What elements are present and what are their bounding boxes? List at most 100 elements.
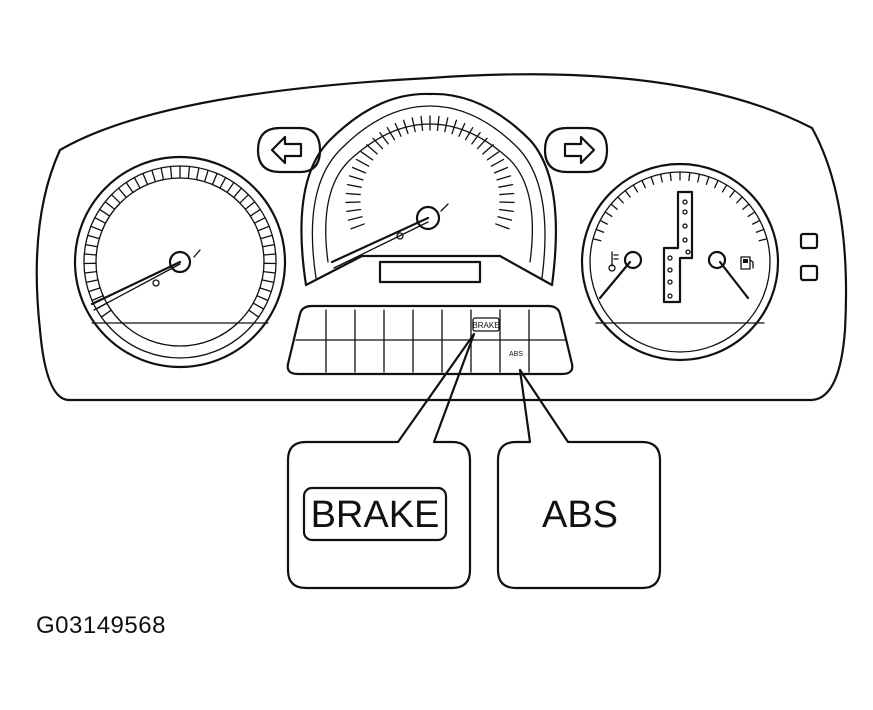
gauge-tick bbox=[355, 158, 370, 167]
gauge-tick bbox=[451, 119, 458, 135]
gauge-tick bbox=[411, 117, 416, 133]
gauge-tick bbox=[94, 217, 107, 224]
gauge-tick bbox=[497, 216, 513, 221]
gauge-tick bbox=[203, 169, 209, 183]
gauge-tick bbox=[104, 201, 116, 210]
gauge-tick bbox=[125, 181, 134, 194]
gauge-tick bbox=[379, 131, 389, 145]
gauge-tick bbox=[117, 187, 127, 199]
gauge-tick bbox=[617, 196, 624, 204]
indicator-square-lower bbox=[799, 264, 819, 282]
gauge-tick bbox=[226, 181, 235, 194]
gauge-tick bbox=[83, 270, 98, 274]
gauge-tick bbox=[133, 176, 141, 189]
gauge-tick bbox=[244, 201, 256, 210]
gauge-tick bbox=[366, 144, 378, 155]
gauge-tick bbox=[420, 115, 424, 132]
gauge-tick bbox=[444, 117, 449, 133]
gauge-tick bbox=[249, 208, 261, 217]
temperature-icon bbox=[608, 251, 619, 272]
gauge-tick bbox=[90, 225, 103, 232]
gauge-tick bbox=[592, 238, 602, 242]
gauge-tick bbox=[650, 176, 655, 186]
indicator-square-upper bbox=[799, 232, 819, 250]
gauge-tick bbox=[83, 253, 97, 256]
gauge-tick bbox=[758, 238, 768, 242]
gauge-tick bbox=[436, 115, 440, 132]
figure-id: G03149568 bbox=[36, 612, 166, 639]
gauge-tick bbox=[348, 175, 364, 181]
strip-brake-indicator: BRAKE bbox=[472, 317, 500, 332]
gauge-tick bbox=[402, 119, 409, 135]
brake-callout: BRAKE bbox=[286, 332, 476, 590]
fuel-pump-icon bbox=[740, 256, 754, 270]
gauge-tick bbox=[219, 176, 227, 189]
gauge-tick bbox=[372, 137, 384, 150]
gauge-tick bbox=[495, 223, 510, 230]
gauge-tick bbox=[142, 172, 149, 186]
gauge-tick bbox=[736, 196, 743, 204]
gauge-tick bbox=[595, 228, 605, 233]
gauge-tick bbox=[604, 211, 613, 218]
gauge-tick bbox=[632, 184, 639, 193]
gauge-tick bbox=[498, 183, 514, 188]
gauge-tick bbox=[253, 217, 266, 224]
gauge-tick bbox=[714, 179, 719, 189]
gauge-tick bbox=[499, 192, 515, 196]
gauge-tick bbox=[471, 131, 481, 145]
gauge-tick bbox=[386, 127, 396, 141]
gauge-tick bbox=[476, 137, 488, 150]
gauge-tick bbox=[351, 166, 367, 174]
gauge-tick bbox=[239, 194, 250, 204]
gauge-tick bbox=[87, 234, 100, 240]
gauge-tick bbox=[350, 223, 365, 230]
gauge-tick bbox=[85, 279, 99, 284]
gauge-tick bbox=[493, 166, 509, 174]
gauge-tick bbox=[490, 158, 505, 167]
gauge-tick bbox=[257, 225, 270, 232]
left-turn-signal-icon bbox=[256, 126, 322, 174]
gauge-tick bbox=[248, 309, 260, 318]
gauge-tick bbox=[742, 203, 750, 210]
gauge-tick bbox=[262, 270, 277, 274]
brake-callout-frame bbox=[302, 486, 448, 542]
gauge-tick bbox=[151, 169, 157, 183]
gauge-tick bbox=[747, 211, 756, 218]
gauge-tick bbox=[498, 208, 514, 213]
gauge-tick bbox=[486, 151, 500, 161]
warning-light-strip: BRAKE ABS bbox=[286, 304, 574, 376]
gauge-tick bbox=[91, 295, 104, 302]
gauge-tick bbox=[110, 194, 121, 204]
gauge-tick bbox=[755, 228, 765, 233]
gauge-tick bbox=[610, 203, 618, 210]
gauge-tick bbox=[697, 173, 701, 183]
gauge-tick bbox=[211, 172, 218, 186]
gauge-tick bbox=[195, 167, 200, 181]
gauge-tick bbox=[88, 287, 101, 293]
gauge-tick bbox=[599, 219, 608, 225]
abs-callout-label: ABS bbox=[542, 494, 618, 536]
abs-callout: ABS bbox=[496, 368, 662, 590]
gauge-tick bbox=[688, 171, 691, 182]
gauge-tick bbox=[100, 309, 112, 318]
strip-abs-label: ABS bbox=[509, 351, 523, 358]
cluster-housing bbox=[35, 73, 848, 402]
gauge-tick bbox=[669, 171, 672, 182]
gauge-tick bbox=[160, 167, 165, 181]
brake-callout-label: BRAKE bbox=[311, 494, 440, 536]
gauge-tick bbox=[346, 183, 362, 188]
tachometer-gauge bbox=[300, 92, 557, 287]
gauge-tick bbox=[169, 165, 173, 180]
gauge-tick bbox=[346, 208, 362, 213]
right-turn-signal-icon bbox=[543, 126, 609, 174]
gauge-tick bbox=[721, 184, 728, 193]
gauge-tick bbox=[458, 122, 466, 137]
gauge-tick bbox=[641, 179, 646, 189]
gauge-tick bbox=[263, 253, 277, 256]
gauge-tick bbox=[659, 173, 663, 183]
gauge-tick bbox=[360, 151, 374, 161]
gauge-tick bbox=[252, 302, 265, 310]
gauge-tick bbox=[84, 243, 99, 248]
strip-brake-label: BRAKE bbox=[472, 321, 499, 330]
